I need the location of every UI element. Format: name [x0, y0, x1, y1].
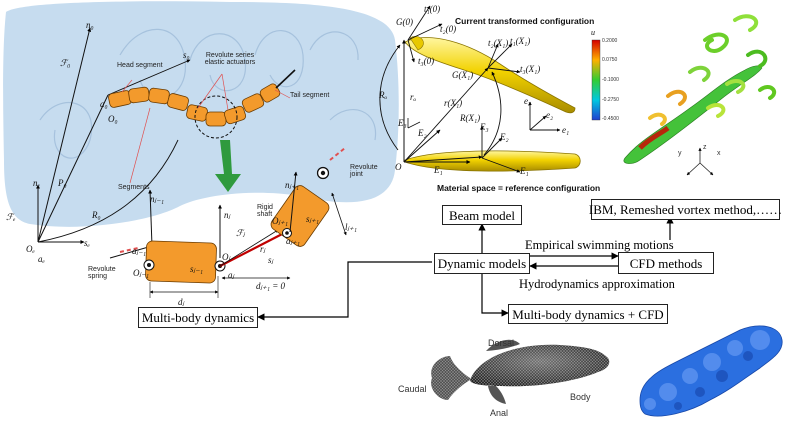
math-s0: s₀ — [183, 50, 190, 60]
cfd-wake-panel — [591, 14, 777, 176]
math-F0: ℱ₀ — [60, 58, 71, 68]
math-t2X: t₂(X₁) — [488, 38, 509, 48]
label-segments: Segments — [118, 184, 150, 191]
node-multibody-cfd: Multi-body dynamics + CFD — [508, 304, 668, 324]
math-E3-origin: E₃ — [398, 118, 407, 128]
math-O0: O₀ — [108, 114, 118, 124]
math-E1-origin: E₁ — [434, 165, 443, 175]
math-aj1m: aⱼ₋₁ — [132, 246, 146, 256]
colorbar-tick-2: -0.1000 — [602, 77, 619, 83]
math-t10: t₁(0) — [424, 4, 441, 14]
math-O: O — [395, 162, 402, 172]
rod-current — [404, 37, 576, 114]
node-beam-model: Beam model — [442, 205, 522, 225]
label-caudal: Caudal — [398, 384, 427, 394]
math-Oj: Oⱼ — [222, 252, 231, 262]
node-ibm-methods: IBM, Remeshed vortex method,…… — [589, 199, 782, 220]
rod-reference — [404, 150, 581, 172]
math-n0: n₀ — [86, 20, 94, 30]
math-Oe: Oₑ — [26, 244, 35, 254]
math-t3X: t₃(X₁) — [520, 64, 541, 74]
axis-z-label: z — [703, 144, 707, 151]
math-nj: nⱼ — [224, 210, 231, 220]
math-E2-origin: E₂ — [418, 128, 427, 138]
math-ae: aₑ — [38, 254, 45, 264]
colorbar-tick-0: 0.2000 — [602, 38, 618, 44]
label-anal: Anal — [490, 408, 509, 418]
math-E1: E₁ — [520, 166, 529, 176]
math-sj1m: sⱼ₋₁ — [190, 264, 203, 274]
beam-title-top: Current transformed configuration — [455, 16, 595, 26]
math-P0: P₀ — [58, 178, 67, 188]
flowchart-arrows — [257, 216, 674, 321]
label-revolute-joint: Revolute joint — [350, 164, 378, 178]
zoom-arrow — [215, 140, 241, 192]
math-E2: E₂ — [500, 132, 509, 142]
math-dj1: dⱼ₊₁ = 0 — [256, 281, 286, 291]
math-GX: G(X₁) — [452, 70, 474, 80]
math-aj: aⱼ — [228, 270, 235, 280]
math-t20: t₂(0) — [440, 24, 457, 34]
math-Fj: ℱⱼ — [236, 228, 245, 238]
label-tail-segment: Tail segment — [290, 92, 330, 99]
math-e1: e₁ — [562, 125, 570, 135]
colorbar-tick-4: -0.4500 — [602, 116, 619, 122]
axis-y-label: y — [678, 150, 682, 157]
blue-vortex-mesh — [639, 325, 783, 417]
math-Fe: ℱₑ — [6, 212, 16, 222]
math-Oj1m: Oⱼ₋₁ — [133, 268, 149, 278]
node-dynamic-models: Dynamic models — [434, 253, 530, 274]
label-rigid-shaft: Rigid shaft — [257, 204, 273, 218]
label-dorsal: Dorsal — [488, 338, 515, 348]
math-ro: rₒ — [410, 92, 417, 102]
math-lj1: lⱼ₊₁ — [345, 222, 357, 232]
label-revolute-actuators: Revolute series elastic actuators — [204, 52, 256, 66]
colorbar-tick-3: -0.2750 — [602, 97, 619, 103]
math-nj1m: nⱼ₋₁ — [150, 194, 164, 204]
beam-panel — [379, 5, 581, 173]
axis-x-label: x — [717, 150, 721, 157]
colorbar-tick-1: 0.0750 — [602, 57, 618, 63]
node-cfd-methods: CFD methods — [618, 252, 714, 274]
math-Ro: Rₒ — [379, 90, 388, 100]
math-E3: E₃ — [480, 122, 489, 132]
edge-label-hydro: Hydrodynamics approximation — [519, 277, 675, 291]
node-multibody-dynamics: Multi-body dynamics — [138, 307, 258, 328]
math-sj: sⱼ — [268, 255, 274, 265]
label-revolute-spring: Revolute spring — [88, 266, 116, 280]
joint-detail — [109, 147, 347, 298]
head-segment-text: Head segment — [117, 62, 163, 69]
math-nj1: nⱼ₊₁ — [285, 180, 299, 190]
math-rX: r(X₁) — [444, 98, 463, 108]
math-se: sₑ — [84, 238, 90, 248]
math-a0: a₀ — [100, 99, 108, 109]
label-head-segment: Head segment — [117, 62, 163, 69]
math-Oj1: Oⱼ₊₁ — [272, 216, 288, 226]
math-G0: G(0) — [396, 17, 413, 27]
math-e3: e₃ — [524, 96, 532, 106]
math-dj: dⱼ — [178, 297, 185, 307]
math-sj1: sⱼ₊₁ — [306, 214, 319, 224]
colorbar-label: u — [591, 28, 595, 37]
math-aj1: aⱼ₊₁ — [286, 236, 300, 246]
math-rj: rⱼ — [260, 244, 266, 254]
edge-label-empirical: Empirical swimming motions — [525, 238, 674, 252]
math-ne: nₑ — [33, 178, 40, 188]
fish-mesh — [431, 339, 610, 404]
math-t30: t₃(0) — [418, 56, 435, 66]
math-RX: R(X₁) — [460, 113, 481, 123]
label-body: Body — [570, 392, 591, 402]
math-t1X: t₁(X₁) — [510, 36, 531, 46]
segment-chain — [108, 83, 281, 127]
beam-title-bottom: Material space = reference configuration — [437, 183, 601, 193]
math-e2: e₂ — [546, 110, 554, 120]
math-R0: R₀ — [92, 210, 101, 220]
